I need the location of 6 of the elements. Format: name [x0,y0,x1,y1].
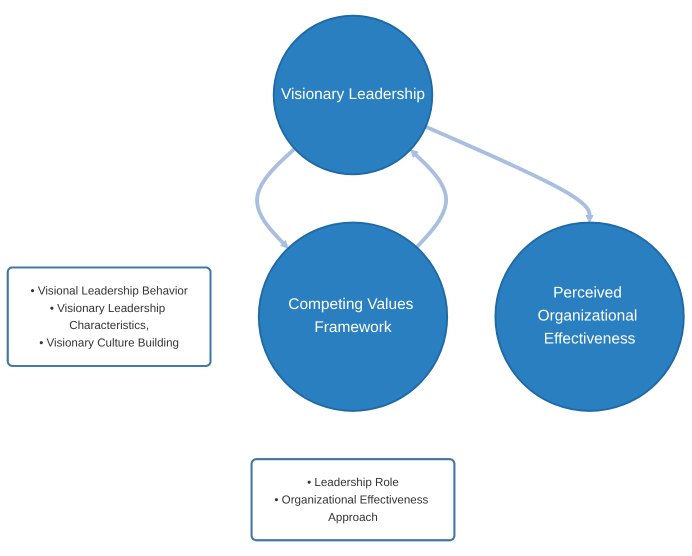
arrow [255,147,296,249]
arrow [425,124,594,223]
arrow [410,149,448,249]
node-circle: Perceived Organizational Effectiveness [494,222,685,412]
node-circle: Competing Values Framework [258,222,448,412]
node-circle: Visionary Leadership [273,14,434,176]
